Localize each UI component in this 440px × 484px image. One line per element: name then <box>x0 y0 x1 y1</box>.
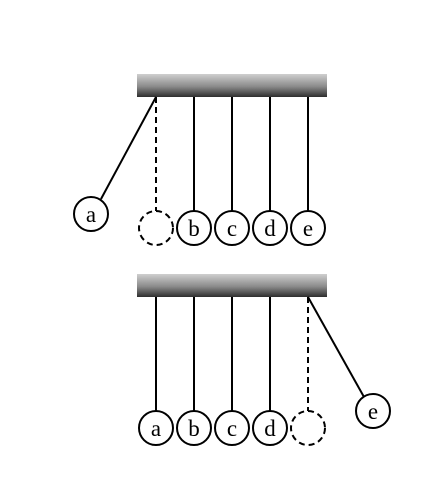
ball-label: c <box>227 216 237 241</box>
ball-e-swung: e <box>307 296 391 429</box>
ball <box>73 196 109 232</box>
ball-c: c <box>214 97 250 246</box>
ball <box>355 393 391 429</box>
ball-label: e <box>303 216 313 241</box>
support-bar <box>137 274 327 297</box>
ball-label: b <box>188 416 200 441</box>
ball-label: a <box>86 202 96 227</box>
ball-d: d <box>252 97 288 246</box>
ball-label: e <box>368 399 378 424</box>
ball <box>214 210 250 246</box>
ball-b: b <box>176 297 212 446</box>
ball-label: a <box>151 416 161 441</box>
string <box>100 96 157 200</box>
ball <box>138 410 174 446</box>
cradle-bottom: a b c d e <box>137 274 391 446</box>
string <box>307 296 365 398</box>
ball-ghost <box>138 210 174 246</box>
ball-ghost <box>290 410 326 446</box>
ball-c: c <box>214 297 250 446</box>
ball-label: d <box>264 416 276 441</box>
ball <box>252 210 288 246</box>
ball-label: d <box>264 216 276 241</box>
ball-ghost-rest <box>290 297 326 446</box>
ball <box>176 210 212 246</box>
ball-ghost-rest <box>138 97 174 246</box>
cradle-top: a b c d e <box>73 74 327 246</box>
ball <box>176 410 212 446</box>
ball-label: c <box>227 416 237 441</box>
ball-e: e <box>290 97 326 246</box>
support-bar <box>137 74 327 97</box>
ball-label: b <box>188 216 200 241</box>
ball-d: d <box>252 297 288 446</box>
ball <box>214 410 250 446</box>
ball <box>252 410 288 446</box>
ball <box>290 210 326 246</box>
ball-b: b <box>176 97 212 246</box>
ball-a: a <box>138 297 174 446</box>
ball-a-swung: a <box>73 96 157 232</box>
